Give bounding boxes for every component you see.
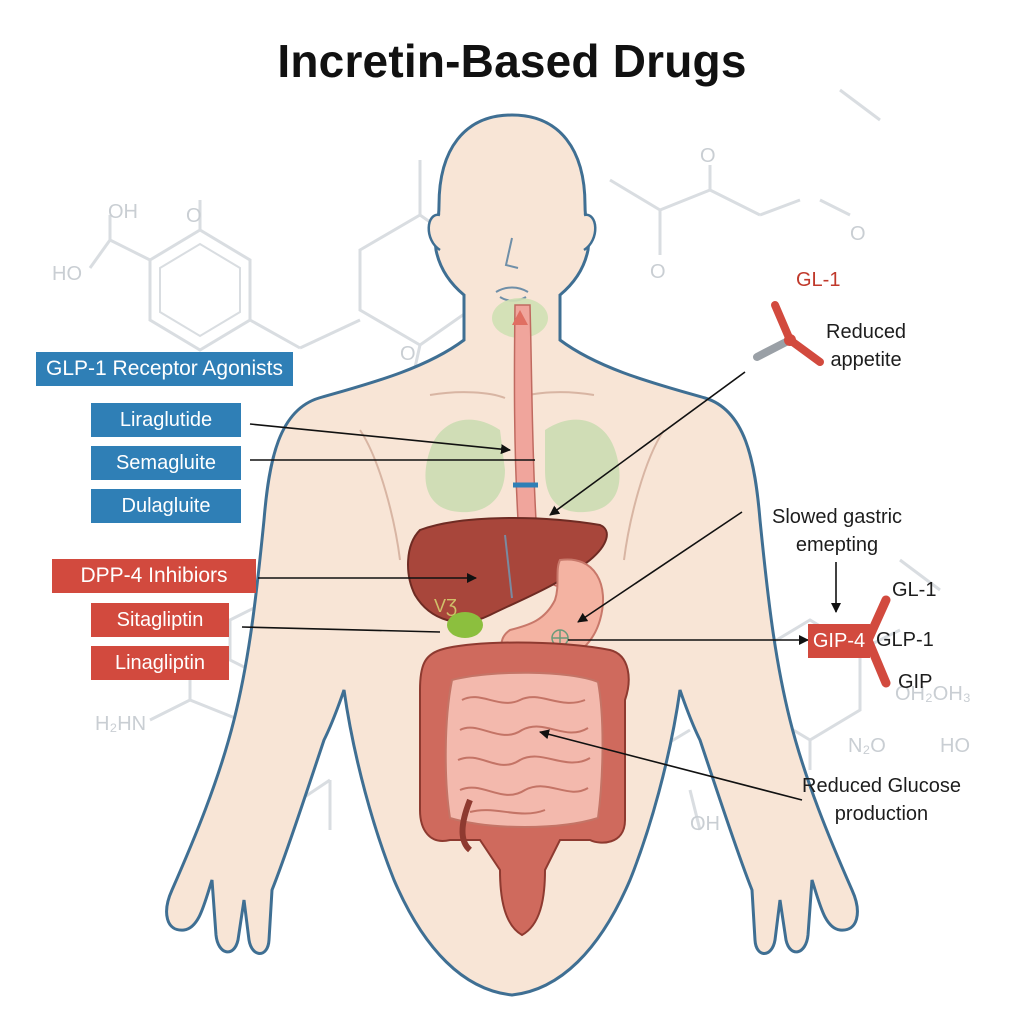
arrow-reduced-glucose: [539, 729, 803, 801]
gip4-receptor-icon: [863, 595, 891, 688]
label-gl1-top: GL-1: [796, 269, 841, 291]
chem-label: O: [650, 261, 666, 283]
chem-label: O: [850, 223, 866, 245]
chem-label: OH₂OH₃: [895, 683, 971, 705]
chem-label: O: [700, 145, 716, 167]
drug-tag-sitagliptin: Sitagliptin: [91, 603, 229, 637]
page-title: Incretin-Based Drugs: [277, 35, 747, 87]
arrow-liraglutide: [249, 423, 511, 455]
right-ear: [583, 213, 597, 252]
arrow-sitagliptin: [241, 626, 441, 633]
liver-fissure: [504, 534, 513, 599]
left-ear: [427, 213, 441, 252]
appendix: [459, 798, 473, 853]
chem-label: O: [186, 205, 202, 227]
right-lung: [545, 419, 620, 513]
label-gip: GIP: [898, 671, 933, 693]
chem-label: H₂HN: [95, 713, 146, 735]
small-intestine: [444, 671, 604, 828]
arrow-slowed-emptying: [577, 511, 743, 623]
liver-mark: VƷ: [434, 596, 457, 616]
gallbladder: [447, 612, 483, 638]
glp1-header-tag: GLP-1 Receptor Agonists: [36, 352, 293, 386]
drug-tag-semagluite: Semagluite: [91, 446, 241, 480]
gl1-molecule-icon: [753, 301, 824, 366]
chem-label: N₂O: [848, 735, 886, 757]
chem-label: HO: [52, 263, 82, 285]
background-chemical-labels: OH HO O O O O O H₂HN N₂O HO OH₂OH₃ OH: [52, 145, 971, 835]
chem-label: OH: [108, 201, 138, 223]
label-slowed-gastric-emptying: Slowed gastric emepting: [772, 506, 903, 556]
label-glp1-right: GLP-1: [876, 629, 934, 651]
arrow-reduced-appetite: [549, 371, 746, 516]
tag-gip4: GIP-4: [808, 624, 870, 658]
liver: [407, 517, 608, 624]
drug-tag-liraglutide: Liraglutide: [91, 403, 241, 437]
chem-label: HO: [940, 735, 970, 757]
label-reduced-glucose-production: Reduced Glucose production: [802, 775, 961, 825]
label-reduced-appetite: Reduced appetite: [826, 321, 907, 371]
chem-label: OH: [690, 813, 720, 835]
pointer-arrows: [241, 371, 841, 801]
drug-tag-linagliptin: Linagliptin: [91, 646, 229, 680]
throat-marker: [512, 310, 528, 325]
drug-tag-dulagluite: Dulagluite: [91, 489, 241, 523]
label-gl1-right: GL-1: [892, 579, 937, 601]
chem-label: O: [400, 343, 416, 365]
dpp4-header-tag: DPP-4 Inhibiors: [52, 559, 256, 593]
intestine-coils: [457, 696, 591, 815]
